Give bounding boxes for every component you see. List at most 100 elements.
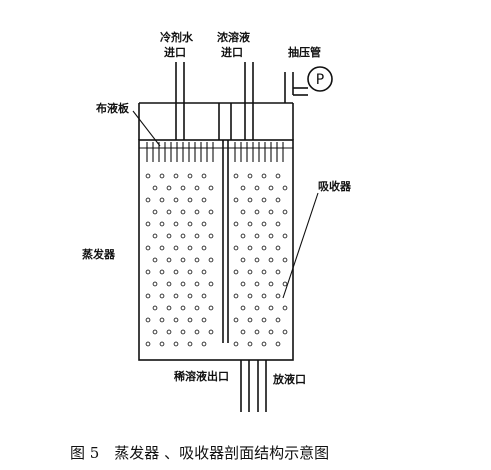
packing-dot	[152, 257, 158, 263]
packing-dot	[145, 317, 151, 323]
packing-dot	[152, 305, 158, 311]
packing-dot	[261, 317, 267, 323]
packing-dot	[261, 341, 267, 347]
packing-dot	[254, 305, 260, 311]
packing-dot	[159, 293, 165, 299]
packing-dot	[275, 317, 281, 323]
packing-dot	[180, 185, 186, 191]
figure-caption: 图 5 蒸发器 、吸收器剖面结构示意图	[70, 444, 329, 462]
packing-dot	[208, 281, 214, 287]
packing-dot	[268, 305, 274, 311]
packing-dot	[173, 341, 179, 347]
packing-dot	[180, 233, 186, 239]
packing-dot	[166, 305, 172, 311]
packing-dot	[145, 293, 151, 299]
packing-dot	[145, 173, 151, 179]
packing-dot	[275, 173, 281, 179]
packing-dot	[233, 293, 239, 299]
packing-dot	[208, 305, 214, 311]
label-concentrated-solution-inlet-2: 进口	[221, 45, 243, 59]
packing-dot	[233, 221, 239, 227]
packing-dot	[247, 221, 253, 227]
packing-dot	[194, 257, 200, 263]
packing-dot	[261, 173, 267, 179]
packing-dot	[180, 329, 186, 335]
packing-dot	[201, 245, 207, 251]
packing-dot	[159, 197, 165, 203]
packing-dot	[268, 257, 274, 263]
concentrated-solution-inlet-pipe	[244, 62, 254, 140]
packing-dot	[254, 233, 260, 239]
packing-dot	[166, 281, 172, 287]
packing-dot	[268, 281, 274, 287]
packing-dot	[187, 221, 193, 227]
packing-dot	[261, 197, 267, 203]
packing-dot	[180, 209, 186, 215]
packing-dot	[261, 293, 267, 299]
packing-dot	[166, 257, 172, 263]
packing-dot	[159, 341, 165, 347]
header-box	[138, 102, 294, 140]
packing-dot	[275, 221, 281, 227]
packing-dot	[166, 329, 172, 335]
packing-dot	[194, 233, 200, 239]
cooling-water-inlet-pipe	[175, 62, 185, 140]
packing-dot	[152, 233, 158, 239]
packing-dot	[275, 341, 281, 347]
packing-dot	[247, 341, 253, 347]
packing-dot	[173, 317, 179, 323]
packing-dot	[152, 281, 158, 287]
packing-dot	[268, 233, 274, 239]
packing-dot	[180, 257, 186, 263]
packing-dot	[282, 185, 288, 191]
packing-dot	[159, 269, 165, 275]
label-evaporator: 蒸发器	[82, 247, 116, 261]
packing-dot	[240, 305, 246, 311]
packing-dot	[166, 233, 172, 239]
dilute-solution-outlet-pipe	[240, 360, 250, 412]
packing-dot	[187, 245, 193, 251]
packing-dot	[247, 197, 253, 203]
packing-dot	[254, 281, 260, 287]
packing-dot	[261, 245, 267, 251]
packing-dot	[201, 269, 207, 275]
packing-dot	[240, 209, 246, 215]
packing-dot	[166, 209, 172, 215]
packing-dot	[208, 185, 214, 191]
packing-dot	[282, 305, 288, 311]
packing-dot	[208, 257, 214, 263]
packing-dot	[233, 245, 239, 251]
packing-dot	[282, 329, 288, 335]
packing-dot	[173, 293, 179, 299]
leader-distribution-plate	[132, 110, 161, 147]
drain-outlet-pipe	[257, 360, 267, 412]
packing-dot	[233, 317, 239, 323]
packing-dot	[180, 305, 186, 311]
packing-dot	[268, 329, 274, 335]
packing-dot	[194, 209, 200, 215]
label-concentrated-solution-inlet-1: 浓溶液	[217, 30, 251, 44]
packing-dot	[194, 281, 200, 287]
packing-dot	[159, 245, 165, 251]
packing-dot	[233, 341, 239, 347]
packing-dot	[173, 221, 179, 227]
packing-dot	[152, 209, 158, 215]
packing-dot	[254, 209, 260, 215]
packing-dot	[201, 221, 207, 227]
packing-dot	[282, 209, 288, 215]
packing-dot	[159, 317, 165, 323]
packing-dot	[240, 185, 246, 191]
packing-dot	[145, 221, 151, 227]
packing-dot	[282, 281, 288, 287]
packing-dot	[240, 233, 246, 239]
packing-dot	[240, 281, 246, 287]
label-absorber: 吸收器	[318, 179, 352, 193]
packing-dot	[201, 317, 207, 323]
packing-dot	[233, 173, 239, 179]
vacuum-tube	[284, 72, 308, 103]
packing-dot	[145, 197, 151, 203]
packing-dot	[201, 173, 207, 179]
packing-dot	[201, 293, 207, 299]
packing-dot	[233, 197, 239, 203]
packing-dot	[282, 257, 288, 263]
